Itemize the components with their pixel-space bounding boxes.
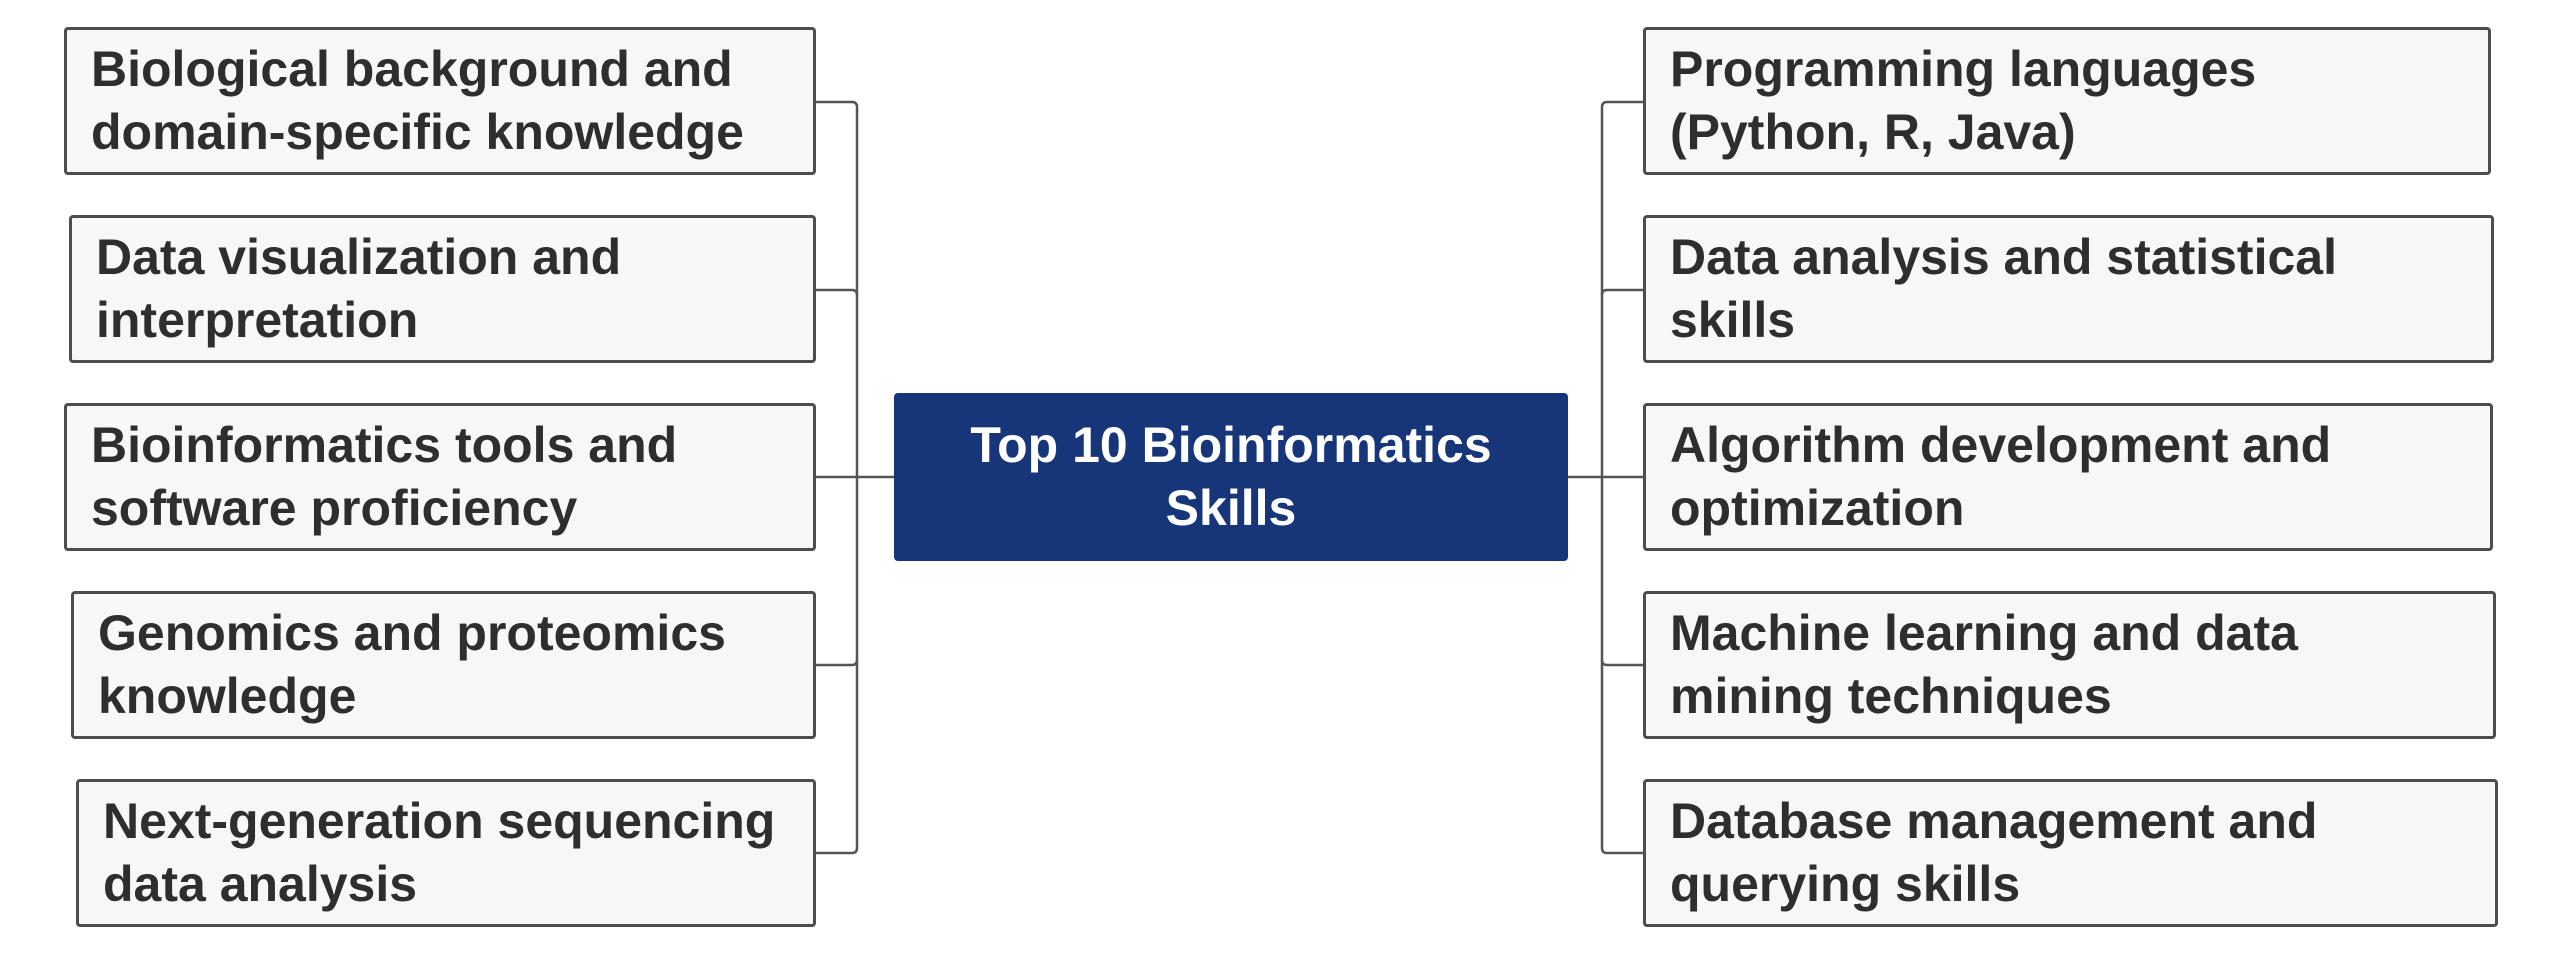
right-node-5-label: Database management and querying skills [1670,793,2318,912]
left-node-5-label: Next-generation sequencing data analysis [103,793,776,912]
right-node-4-label: Machine learning and data mining techniq… [1670,605,2298,724]
right-node-3[interactable]: Algorithm development and optimization [1643,403,2493,551]
center-topic-label: Top 10 Bioinformatics Skills [970,417,1492,536]
left-node-3[interactable]: Bioinformatics tools and software profic… [64,403,816,551]
left-node-3-label: Bioinformatics tools and software profic… [91,417,678,536]
left-node-1-label: Biological background and domain-specifi… [91,41,744,160]
right-node-1-label: Programming languages (Python, R, Java) [1670,41,2257,160]
left-node-2[interactable]: Data visualization and interpretation [69,215,816,363]
left-node-4-label: Genomics and proteomics knowledge [98,605,726,724]
right-node-1[interactable]: Programming languages (Python, R, Java) [1643,27,2491,175]
left-connector-branch-2 [816,288,859,296]
left-node-4[interactable]: Genomics and proteomics knowledge [71,591,816,739]
left-node-2-label: Data visualization and interpretation [96,229,622,348]
left-node-5[interactable]: Next-generation sequencing data analysis [76,779,816,927]
right-connector-branch-4 [1600,659,1643,667]
right-node-4[interactable]: Machine learning and data mining techniq… [1643,591,2496,739]
center-topic[interactable]: Top 10 Bioinformatics Skills [894,393,1568,561]
right-connector-branch-2 [1600,288,1643,296]
right-node-5[interactable]: Database management and querying skills [1643,779,2498,927]
left-node-1[interactable]: Biological background and domain-specifi… [64,27,816,175]
right-node-2-label: Data analysis and statistical skills [1670,229,2337,348]
right-node-2[interactable]: Data analysis and statistical skills [1643,215,2494,363]
left-connector-branch-4 [816,659,859,667]
right-node-3-label: Algorithm development and optimization [1670,417,2332,536]
